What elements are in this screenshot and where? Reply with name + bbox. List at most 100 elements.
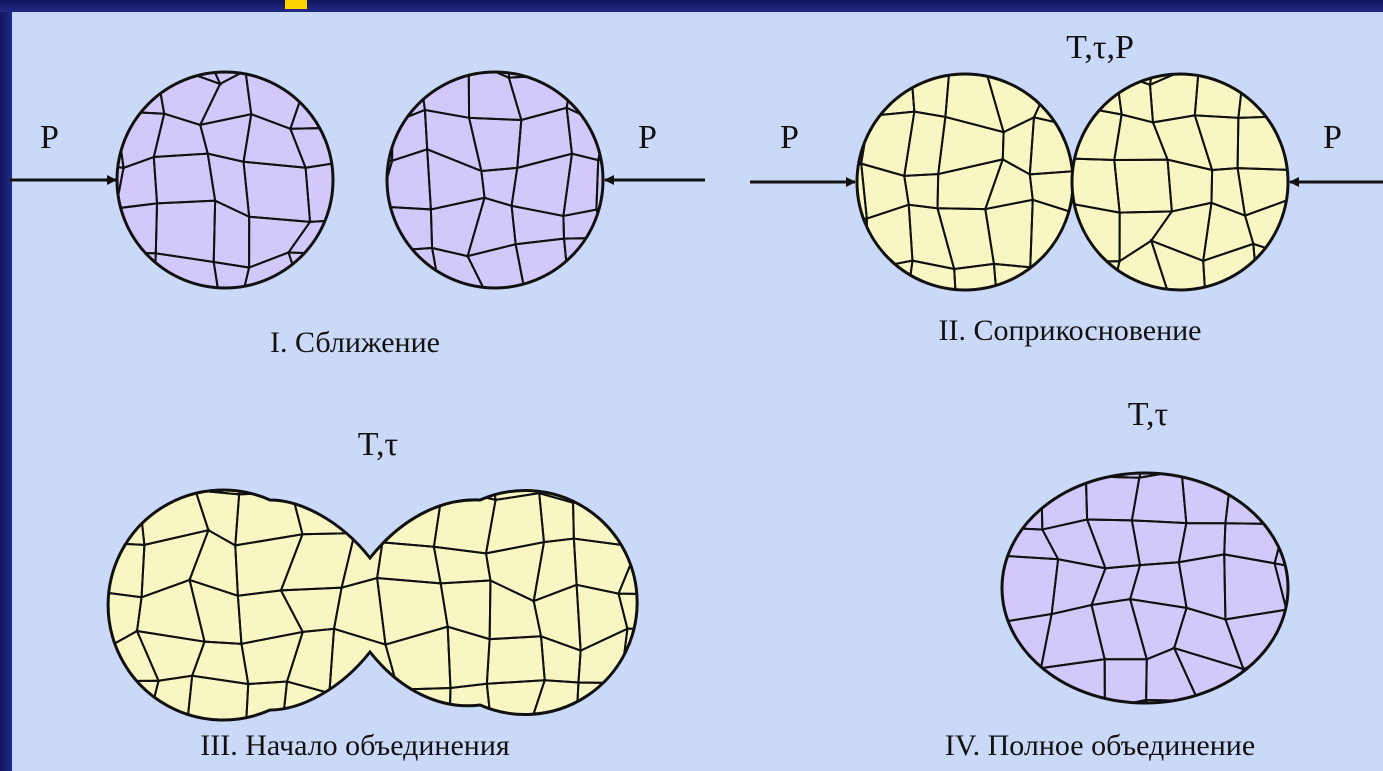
grain-cell <box>354 30 391 71</box>
grain-cell <box>509 21 572 78</box>
grain-cell <box>1293 86 1345 116</box>
grain-cell <box>990 414 1041 485</box>
grain-cell <box>806 26 863 80</box>
grain-cell <box>850 16 912 72</box>
grain-cell <box>559 289 614 344</box>
grain-cell <box>963 658 1014 704</box>
grain-cell <box>950 30 1004 63</box>
grain-cell <box>1281 22 1340 86</box>
grain-cell <box>1035 416 1105 486</box>
grain-cell <box>1326 693 1363 756</box>
grain-cell <box>508 289 569 344</box>
grain-cell <box>608 238 650 294</box>
grain-cell <box>239 446 304 494</box>
grain-cell <box>351 70 392 123</box>
grain-cell <box>1278 650 1332 701</box>
grain-cell <box>63 301 120 336</box>
stage-3-caption: III. Начало объединения <box>200 729 510 762</box>
grain-cell <box>1312 432 1375 470</box>
stage-4-condition: T,τ <box>1128 396 1168 433</box>
grain-cell <box>1330 645 1367 702</box>
grain-cell <box>71 20 119 72</box>
grain-cell <box>1205 284 1257 347</box>
grain-cell <box>296 15 351 73</box>
stage-2-condition: T,τ,P <box>1066 29 1134 66</box>
grain-cell <box>338 206 379 251</box>
grain-cell <box>1182 418 1231 479</box>
grain-cell <box>63 63 119 130</box>
grain-cell <box>340 111 392 164</box>
grain-cell <box>624 726 688 771</box>
grain-cell <box>1300 155 1338 197</box>
grain-cell <box>983 19 1048 86</box>
grain-cell <box>439 287 483 348</box>
grain-cell <box>949 604 1002 657</box>
grain-cell <box>628 488 689 553</box>
grain-cell <box>438 440 496 500</box>
grain-cell <box>475 287 526 348</box>
grain-cell <box>195 439 251 494</box>
grain-cell <box>154 296 220 356</box>
stage-2-group: T,τ,P P P II. Соприкосновение <box>750 16 1383 360</box>
grain-cell <box>391 22 439 71</box>
grain-cell <box>604 60 648 127</box>
grain-cell <box>1278 610 1332 655</box>
grain-cell <box>604 26 661 74</box>
grain-cell <box>419 21 473 65</box>
stage-3-condition: T,τ <box>358 426 398 463</box>
grain-cell <box>958 516 1001 568</box>
grain-cell <box>894 16 956 72</box>
grain-cell <box>1266 693 1331 756</box>
grain-cell <box>349 214 399 269</box>
grain-cell <box>245 24 312 71</box>
grain-cell <box>558 26 608 74</box>
grain-cell <box>70 244 119 311</box>
grain-cell <box>469 21 513 78</box>
grain-cell <box>63 111 124 168</box>
force-label-left-1: P <box>40 119 59 156</box>
grain-cell <box>113 252 156 309</box>
grain-cell <box>1322 510 1374 574</box>
grain-cell <box>345 15 397 73</box>
stage-4-caption: IV. Полное объединение <box>945 729 1255 762</box>
grain-cell <box>526 726 580 771</box>
grain-cell <box>1270 433 1319 482</box>
grain-cell <box>69 162 123 219</box>
grain-cell <box>91 450 156 499</box>
grain-cell <box>949 555 1002 622</box>
grain-cell <box>1327 560 1374 621</box>
grain-cell <box>142 726 190 771</box>
grain-cell <box>106 301 164 356</box>
neck-particle-pair <box>108 490 637 720</box>
grain-cell <box>800 258 867 296</box>
grain-cell <box>806 72 869 120</box>
grain-cell <box>1199 30 1243 75</box>
stage-1-caption: I. Сближение <box>270 326 440 359</box>
grain-cell <box>137 439 200 490</box>
grain-cell <box>348 110 392 163</box>
force-label-right-1: P <box>638 119 657 156</box>
grain-cell <box>1293 243 1341 300</box>
force-label-left-2: P <box>780 119 799 156</box>
grain-cell <box>1327 605 1368 650</box>
grain-cell <box>1239 22 1293 86</box>
grain-cell <box>377 287 439 330</box>
stage-4-group: T,τ IV. Полное объединение <box>944 396 1375 762</box>
stage-2-caption: II. Соприкосновение <box>939 314 1202 347</box>
grain-cell <box>576 726 630 771</box>
grain-cell <box>1030 263 1098 298</box>
grain-cell <box>622 437 689 496</box>
grain-cell <box>69 208 115 252</box>
grain-cell <box>949 473 1003 528</box>
grain-cell <box>338 161 393 213</box>
grain-cell <box>1229 418 1273 482</box>
grain-cell <box>107 20 161 72</box>
grain-cell <box>800 219 867 270</box>
stage-1-group: P P I. Сближение <box>10 15 705 359</box>
grain-cell <box>596 282 663 347</box>
grain-cell <box>804 292 861 360</box>
grain-cell <box>596 210 652 240</box>
grain-cell <box>329 690 398 730</box>
